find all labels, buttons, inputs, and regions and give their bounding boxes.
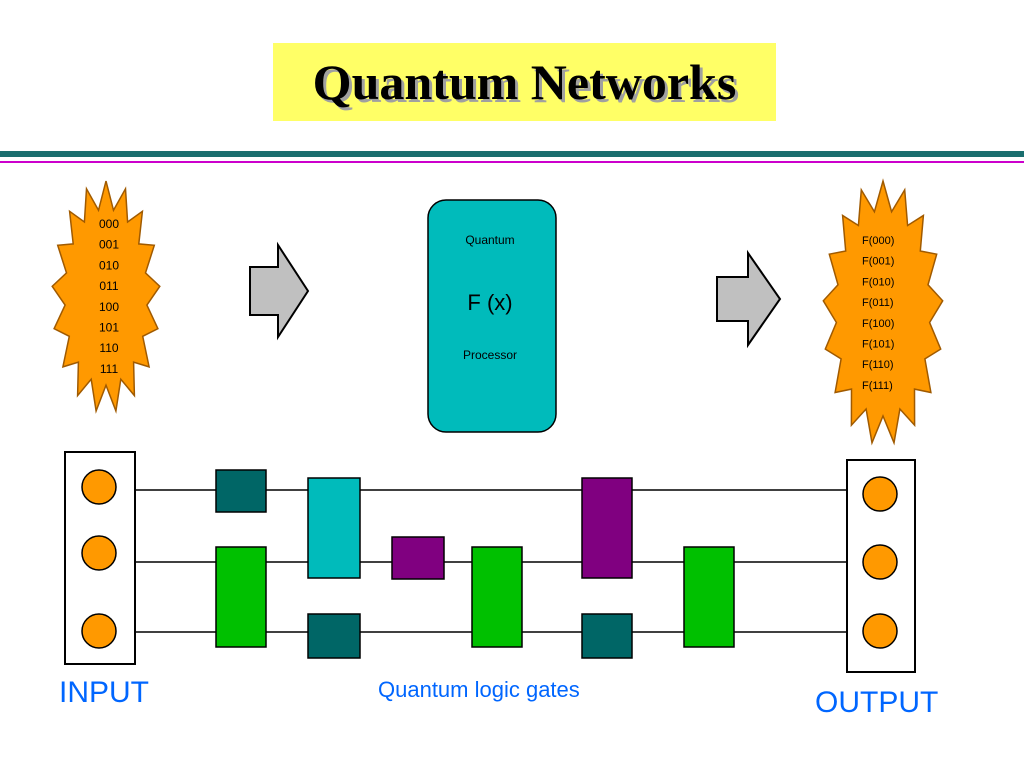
processor-function: F (x) [467, 290, 512, 315]
output-state-label: F(110) [862, 359, 894, 371]
input-qubit [81, 613, 117, 649]
logic-gate-teal [581, 613, 633, 659]
logic-gate-purple [581, 477, 633, 579]
input-state-label: 101 [99, 321, 119, 335]
right-arrow-icon [716, 249, 782, 349]
logic-gate-purple [391, 536, 445, 580]
output-state-label: F(111) [862, 380, 893, 392]
output-state-label: F(011) [862, 297, 894, 309]
output-state-label: F(001) [862, 256, 894, 268]
input-state-label: 011 [99, 279, 118, 293]
input-states-burst [51, 180, 161, 414]
output-label: OUTPUT [815, 686, 938, 719]
input-state-label: 010 [99, 258, 119, 272]
output-qubit [862, 613, 898, 649]
logic-gate-teal [215, 469, 267, 513]
output-qubit [862, 544, 898, 580]
input-state-label: 000 [99, 217, 119, 231]
logic-gate-cyan [307, 477, 361, 579]
processor-label-top: Quantum [465, 233, 514, 247]
output-state-label: F(010) [862, 276, 894, 288]
processor-label-bottom: Processor [463, 348, 517, 362]
input-states-list: 000 001 010 011 100 101 110 111 [99, 217, 119, 376]
divider-rule-magenta [0, 161, 1024, 163]
output-qubit [862, 476, 898, 512]
input-state-label: 110 [99, 341, 118, 355]
input-qubit [81, 535, 117, 571]
output-state-label: F(100) [862, 318, 894, 330]
logic-gate-green [683, 546, 735, 648]
input-qubit [81, 469, 117, 505]
input-label: INPUT [59, 676, 149, 709]
input-state-label: 111 [100, 362, 119, 376]
divider-rule-teal [0, 151, 1024, 157]
output-states-list: F(000) F(001) F(010) F(011) F(100) F(101) F(11… [862, 235, 894, 392]
input-state-label: 100 [99, 300, 119, 314]
logic-gate-green [471, 546, 523, 648]
output-state-label: F(101) [862, 339, 894, 351]
right-arrow-icon [249, 241, 310, 341]
quantum-processor-box [427, 199, 557, 433]
quantum-logic-gates-label: Quantum logic gates [378, 677, 580, 702]
page-title: Quantum Networks [312, 54, 737, 110]
output-state-label: F(000) [862, 235, 894, 247]
title-box: Quantum Networks [273, 43, 776, 121]
output-states-burst [822, 178, 944, 446]
logic-gate-teal [307, 613, 361, 659]
logic-gate-green [215, 546, 267, 648]
input-state-label: 001 [99, 238, 119, 252]
